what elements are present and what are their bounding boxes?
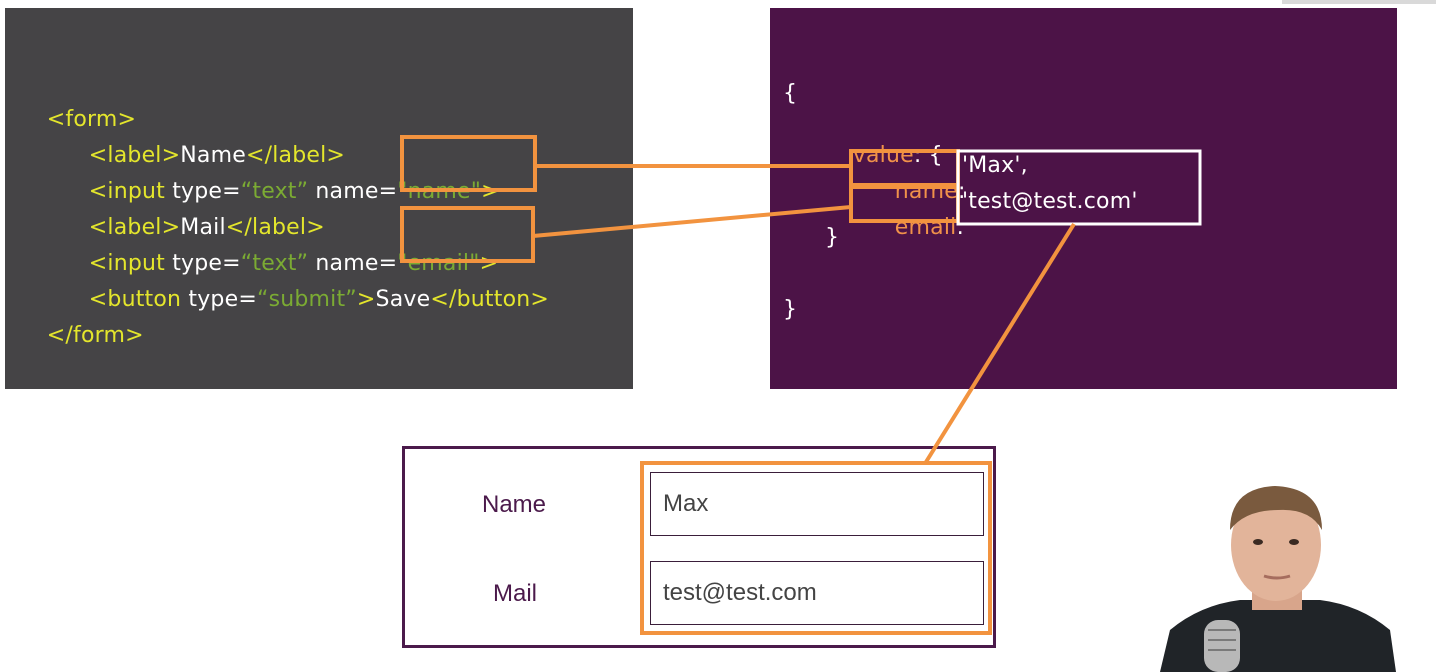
tag-end: > <box>481 179 500 204</box>
name-attr: name <box>308 179 379 204</box>
form-close-tag: </form> <box>46 323 144 348</box>
code-line-label-name: <label>Name</label> <box>60 117 345 195</box>
type-attr: type= <box>181 287 257 312</box>
type-value: “submit” <box>256 287 357 312</box>
type-attr: type= <box>165 251 241 276</box>
name-input[interactable]: Max <box>650 472 984 536</box>
form-mail-label: Mail <box>493 580 538 607</box>
label-close-tag: </label> <box>245 143 346 168</box>
label-open-tag: <label> <box>88 215 181 240</box>
form-open-tag: <form> <box>46 107 137 132</box>
presenter-image <box>1160 470 1396 672</box>
button-close-tag: </button> <box>430 287 550 312</box>
form-name-label: Name <box>482 491 547 518</box>
button-tag: <button <box>88 287 182 312</box>
input-tag: <input <box>88 179 166 204</box>
mail-input[interactable]: test@test.com <box>650 561 984 625</box>
type-value: “text” <box>240 179 309 204</box>
label-open-tag: <label> <box>88 143 181 168</box>
name-val: 'Max', <box>962 153 1028 178</box>
type-attr: type= <box>165 179 241 204</box>
code-line-label-mail: <label>Mail</label> <box>60 189 325 267</box>
object-email-line: email: <box>866 189 964 267</box>
presenter-webcam <box>1160 470 1396 672</box>
code-line-form-close: </form> <box>18 297 144 375</box>
object-open-brace: { <box>783 81 798 106</box>
object-outer-close-brace: } <box>783 297 798 322</box>
name-value: "name" <box>397 179 482 204</box>
code-line-form-open: <form> <box>18 81 136 159</box>
type-value: “text” <box>240 251 309 276</box>
rendered-form: Name Max Mail test@test.com <box>402 446 996 648</box>
html-code-panel: <form> <label>Name</label> <input type=“… <box>5 8 633 389</box>
equals-sign: = <box>378 179 398 204</box>
input-tag: <input <box>88 251 166 276</box>
email-colon: : <box>956 215 965 240</box>
top-edge-bar <box>1282 0 1436 4</box>
label-close-tag: </label> <box>225 215 325 240</box>
value-object-panel: { value: { name: 'Max', email: 'test@tes… <box>770 8 1397 389</box>
label-text: Name <box>180 143 246 168</box>
equals-sign: = <box>378 251 398 276</box>
label-text: Mail <box>180 215 226 240</box>
email-key: email <box>894 215 957 240</box>
code-line-input-email: <input type=“text” name="email"> <box>60 225 498 303</box>
tag-end: > <box>356 287 376 312</box>
name-attr: name <box>308 251 379 276</box>
button-text: Save <box>375 287 431 312</box>
email-val: 'test@test.com' <box>962 189 1138 214</box>
code-line-button: <button type=“submit”>Save</button> <box>60 261 549 339</box>
object-inner-close-brace: } <box>825 225 840 250</box>
